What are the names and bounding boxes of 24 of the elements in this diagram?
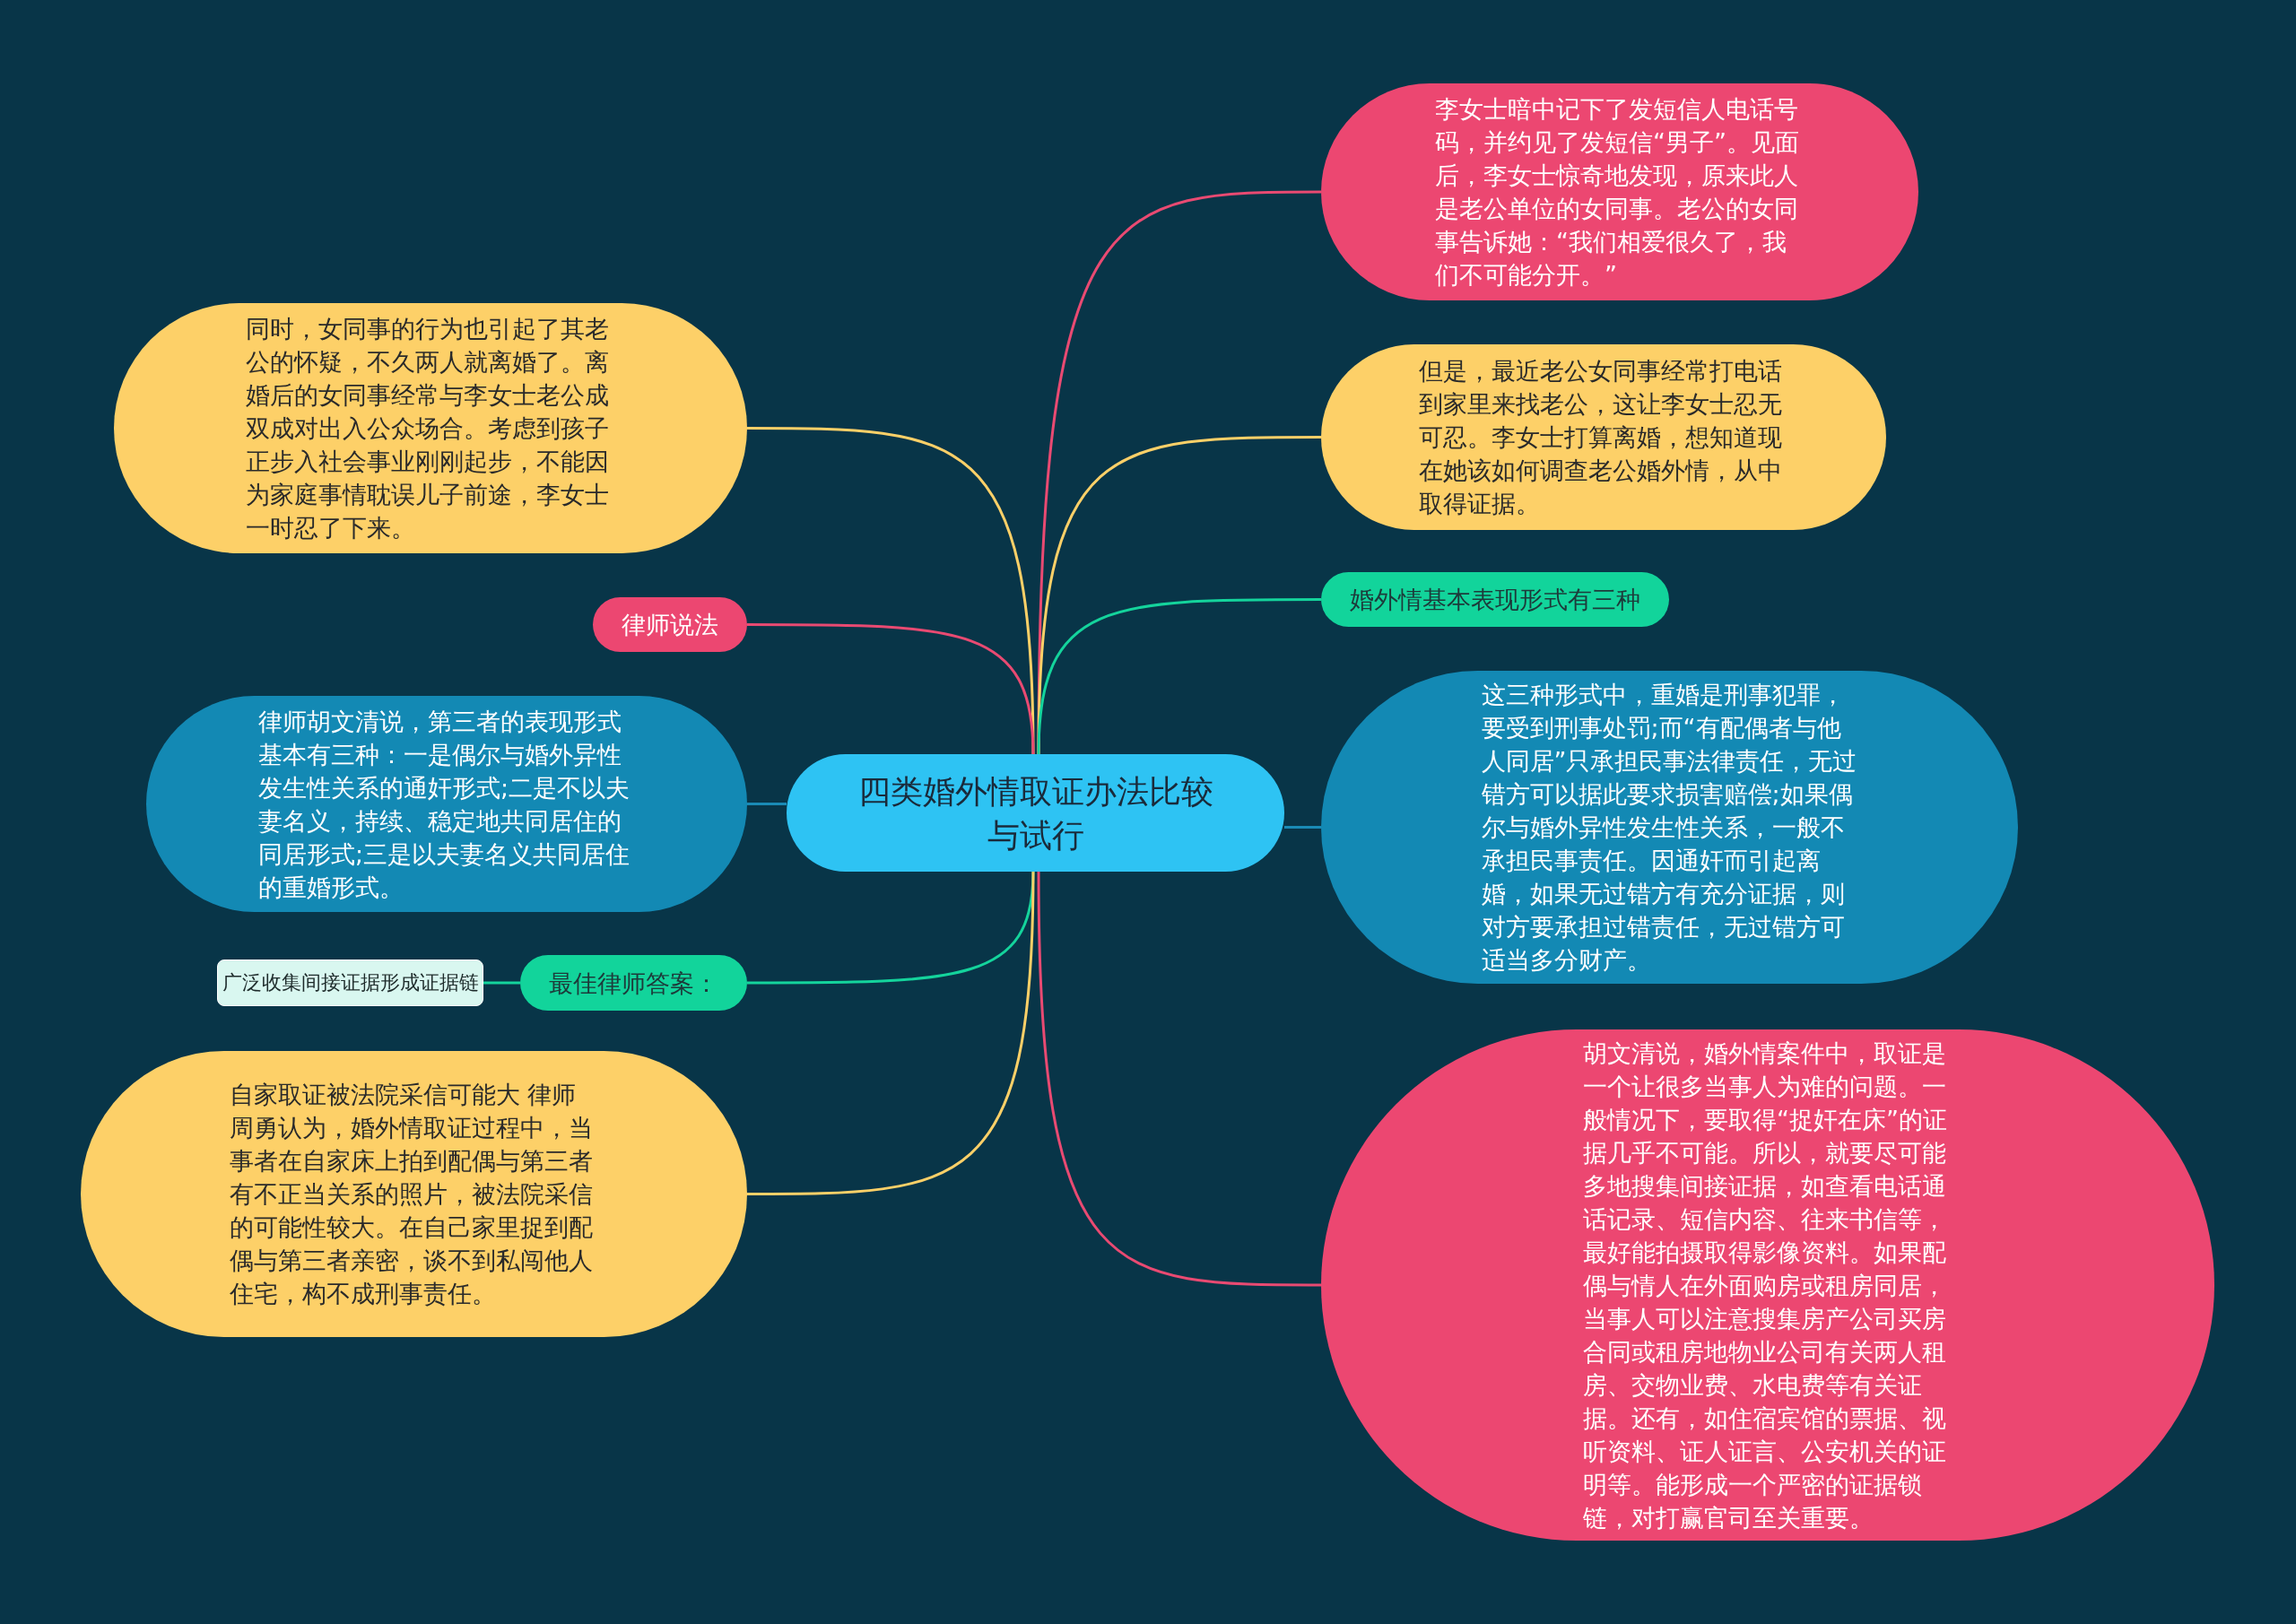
connector [483, 981, 520, 985]
node-text: 律师说法 [622, 610, 718, 640]
node-text: 自家取证被法院采信可能大 律师周勇认为，婚外情取证过程中，当事者在自家床上拍到配偶与第三者有不正当关系的照片，被法院采信的可能性较大。在自己家里捉到配偶与第三者亲密，谈不到私闯他人住宅，构不成刑事责任。 [229, 1080, 594, 1309]
node-text: 最佳律师答案： [549, 968, 718, 999]
title-text: 四类婚外情取证办法比较与试行 [857, 771, 1214, 855]
topic-pill [593, 597, 747, 652]
topic-pill [1321, 572, 1669, 627]
node-text: 这三种形式中，重婚是刑事犯罪，要受到刑事处罚;而“有配偶者与他人同居”只承担民事法律责任，无过错方可以据此要求损害赔偿;如果偶尔与婚外异性发生性关系，一般不承担民事责任。因通奸而引起离婚，如果无过错方有充分证据，则对方要承担过错责任，无过错方可适当多分财产。 [1481, 680, 1858, 976]
node-text: 胡文清说，婚外情案件中，取证是一个让很多当事人为难的问题。一般情况下，要取得“捉奸在床”的证据几乎不可能。所以，就要尽可能多地搜集间接证据，如查看电话通话记录、短信内容、往来书信等，最好能拍摄取得影像资料。如果配偶与情人在外面购房或租房同居，当事人可以注意搜集房产公司买房合同或租房地物业公司有关两人租房、交物业费、水电费等有关证据。还有，如住宿宾馆的票据、视听资料、证人证言、公安机关的证明等。能形成一个严密的证据锁链，对打赢官司至关重要。 [1583, 1038, 1948, 1533]
node-text: 律师胡文清说，第三者的表现形式基本有三种：一是偶尔与婚外异性发生性关系的通奸形式;二是不以夫妻名义，持续、稳定地共同居住的同居形式;三是以夫妻名义共同居住的重婚形式。 [258, 706, 631, 903]
connector [1037, 871, 1321, 1287]
connector [1037, 436, 1321, 755]
node-text: 李女士暗中记下了发短信人电话号码，并约见了发短信“男子”。见面后，李女士惊奇地发现，原来此人是老公单位的女同事。老公的女同事告诉她：“我们相爱很久了，我们不可能分开。” [1435, 94, 1800, 291]
connector [747, 623, 1035, 755]
node-text: 但是，最近老公女同事经常打电话到家里来找老公，这让李女士忍无可忍。李女士打算离婚，想知道现在她该如何调查老公婚外情，从中取得证据。 [1419, 356, 1783, 519]
node-text: 广泛收集间接证据形成证据链 [222, 970, 479, 995]
connector [1037, 598, 1321, 755]
node-text: 婚外情基本表现形式有三种 [1350, 585, 1640, 615]
connector [1037, 190, 1321, 754]
tag-label [217, 960, 483, 1006]
connector [747, 803, 787, 805]
node-text: 同时，女同事的行为也引起了其老公的怀疑，不久两人就离婚了。离婚后的女同事经常与李女士老公成双成对出入公众场合。考虑到孩子正步入社会事业刚刚起步，不能因为家庭事情耽误儿子前途，李女士一时忍了下来。 [246, 314, 610, 543]
connector [1284, 826, 1321, 829]
connector [747, 871, 1035, 1195]
